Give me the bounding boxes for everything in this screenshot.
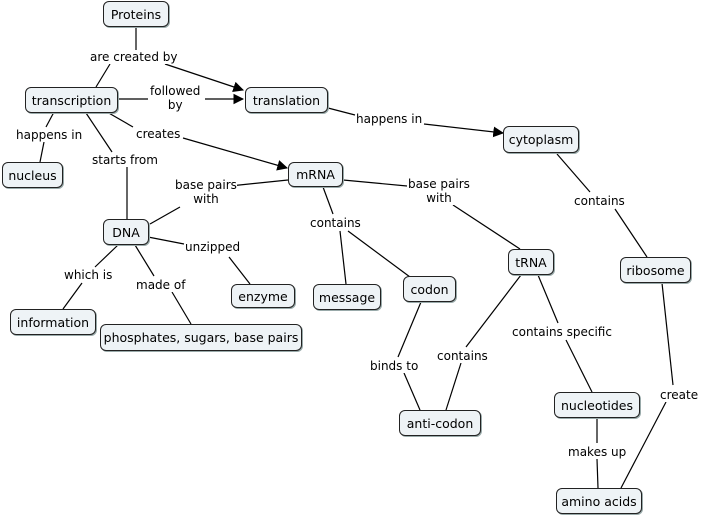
link-followed-by: followed by xyxy=(150,84,201,112)
link-base-pairs-with-trna: base pairs with xyxy=(408,177,470,205)
node-codon[interactable]: codon xyxy=(403,276,456,302)
node-nucleus[interactable]: nucleus xyxy=(2,162,63,188)
link-which-is: which is xyxy=(64,268,113,282)
node-message[interactable]: message xyxy=(313,284,381,310)
node-mrna[interactable]: mRNA xyxy=(288,162,343,187)
node-phosphates[interactable]: phosphates, sugars, base pairs xyxy=(100,324,302,351)
node-trna[interactable]: tRNA xyxy=(508,249,554,275)
link-happens-in-nucleus: happens in xyxy=(16,128,83,142)
link-creates: creates xyxy=(136,127,181,141)
node-information[interactable]: information xyxy=(10,309,96,335)
link-create: create xyxy=(660,388,699,402)
node-dna[interactable]: DNA xyxy=(103,219,149,245)
node-translation[interactable]: translation xyxy=(245,87,328,113)
node-proteins[interactable]: Proteins xyxy=(103,1,169,27)
link-contains-specific: contains specific xyxy=(512,325,612,339)
node-nucleotides[interactable]: nucleotides xyxy=(554,392,640,418)
node-amino-acids[interactable]: amino acids xyxy=(556,488,642,514)
link-are-created-by: are created by xyxy=(90,50,178,64)
link-made-of: made of xyxy=(136,278,186,292)
link-contains-ribosome: contains xyxy=(574,194,625,208)
node-anti-codon[interactable]: anti-codon xyxy=(399,410,481,436)
link-starts-from: starts from xyxy=(92,153,158,167)
link-unzipped: unzipped xyxy=(185,240,241,254)
link-contains-mrna: contains xyxy=(310,216,361,230)
node-enzyme[interactable]: enzyme xyxy=(231,284,295,308)
node-transcription[interactable]: transcription xyxy=(25,87,118,113)
link-happens-in-cytoplasm: happens in xyxy=(356,112,423,126)
node-cytoplasm[interactable]: cytoplasm xyxy=(503,126,579,153)
link-makes-up: makes up xyxy=(568,445,627,459)
node-ribosome[interactable]: ribosome xyxy=(620,257,691,283)
link-base-pairs-with-dna: base pairs with xyxy=(175,178,237,206)
link-binds-to: binds to xyxy=(370,359,419,373)
link-contains-anti-codon: contains xyxy=(437,349,488,363)
